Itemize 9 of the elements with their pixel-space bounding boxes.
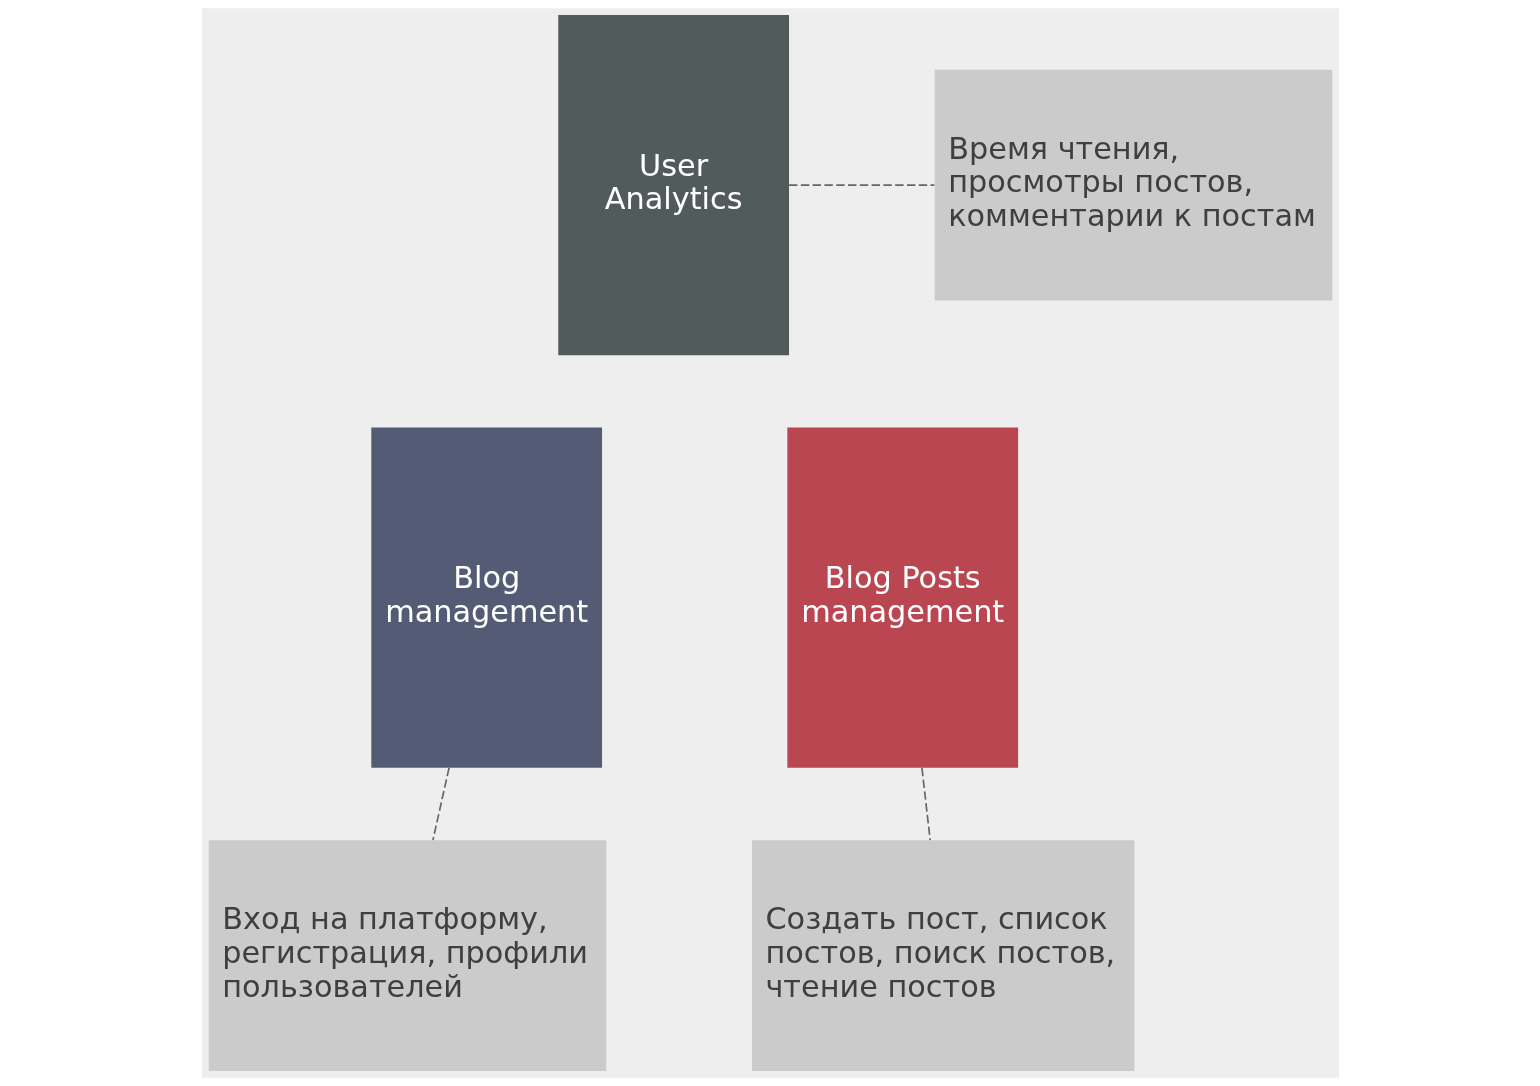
node-box: Создать пост, список постов, поиск постов, чтение постов: [751, 840, 1134, 1072]
connector: [787, 184, 935, 186]
connector: [431, 767, 450, 841]
node-box: Blog Posts management: [786, 427, 1018, 768]
connector: [920, 767, 931, 841]
node-box: User Analytics: [557, 14, 789, 356]
node-box: Вход на платформу, регистрация, профили пользователей: [208, 840, 606, 1072]
node-box: Время чтения, просмотры постов, комментарии к постам: [934, 69, 1332, 301]
node-box: Blog management: [370, 427, 602, 768]
